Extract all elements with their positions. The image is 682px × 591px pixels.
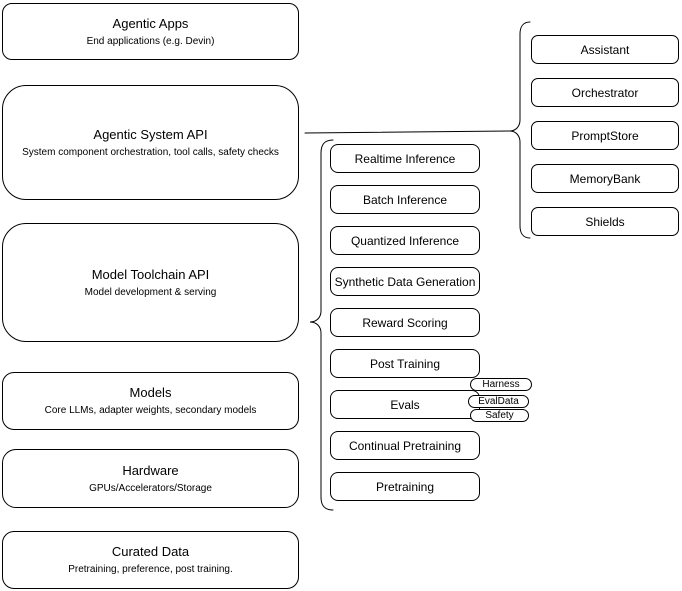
component-memorybank: MemoryBank bbox=[531, 164, 679, 193]
box-title: Agentic System API bbox=[93, 126, 208, 142]
box-title: Agentic Apps bbox=[112, 15, 189, 31]
box-curated-data: Curated Data Pretraining, preference, po… bbox=[2, 531, 299, 589]
toolchain-item-label: Batch Inference bbox=[362, 192, 448, 207]
box-subtitle: Pretraining, preference, post training. bbox=[68, 564, 233, 575]
box-title: Hardware bbox=[122, 462, 179, 478]
toolchain-item-label: Realtime Inference bbox=[354, 151, 456, 166]
component-promptstore: PromptStore bbox=[531, 121, 679, 150]
evals-tag-label: Safety bbox=[485, 410, 514, 421]
component-assistant: Assistant bbox=[531, 35, 679, 64]
toolchain-brace bbox=[309, 139, 334, 511]
toolchain-item-label: Post Training bbox=[369, 356, 441, 371]
toolchain-item-quantized-inference: Quantized Inference bbox=[330, 226, 480, 255]
component-label: Orchestrator bbox=[571, 85, 639, 100]
component-orchestrator: Orchestrator bbox=[531, 78, 679, 107]
box-subtitle: Core LLMs, adapter weights, secondary mo… bbox=[44, 405, 257, 416]
api-to-components-connector bbox=[304, 130, 511, 134]
toolchain-item-batch-inference: Batch Inference bbox=[330, 185, 480, 214]
box-subtitle: Model development & serving bbox=[84, 286, 217, 298]
toolchain-item-label: Synthetic Data Generation bbox=[334, 274, 476, 289]
toolchain-item-label: Pretraining bbox=[375, 479, 435, 494]
toolchain-item-continual-pretraining: Continual Pretraining bbox=[330, 431, 480, 460]
components-brace bbox=[509, 21, 531, 239]
box-agentic-system-api: Agentic System API System component orch… bbox=[2, 85, 299, 200]
box-agentic-apps: Agentic Apps End applications (e.g. Devi… bbox=[2, 3, 299, 60]
box-hardware: Hardware GPUs/Accelerators/Storage bbox=[2, 449, 299, 508]
toolchain-item-evals: Evals bbox=[330, 390, 480, 419]
evals-tag-label: Harness bbox=[482, 379, 520, 390]
toolchain-item-pretraining: Pretraining bbox=[330, 472, 480, 501]
box-title: Models bbox=[129, 385, 172, 400]
toolchain-item-post-training: Post Training bbox=[330, 349, 480, 378]
box-title: Model Toolchain API bbox=[91, 266, 210, 282]
component-label: Assistant bbox=[580, 42, 630, 57]
toolchain-item-synthetic-data-generation: Synthetic Data Generation bbox=[330, 267, 480, 296]
toolchain-item-label: Evals bbox=[390, 397, 420, 412]
evals-tag-evaldata: EvalData bbox=[468, 395, 529, 408]
box-subtitle: End applications (e.g. Devin) bbox=[86, 35, 215, 47]
toolchain-item-reward-scoring: Reward Scoring bbox=[330, 308, 480, 337]
box-models: Models Core LLMs, adapter weights, secon… bbox=[2, 372, 299, 430]
box-title: Curated Data bbox=[111, 544, 190, 559]
box-model-toolchain-api: Model Toolchain API Model development & … bbox=[2, 223, 299, 342]
component-label: Shields bbox=[585, 214, 625, 229]
toolchain-item-realtime-inference: Realtime Inference bbox=[330, 144, 480, 173]
toolchain-item-label: Reward Scoring bbox=[362, 315, 448, 330]
evals-tag-safety: Safety bbox=[470, 409, 529, 422]
evals-tag-harness: Harness bbox=[470, 378, 532, 391]
box-subtitle: GPUs/Accelerators/Storage bbox=[89, 482, 212, 494]
toolchain-item-label: Continual Pretraining bbox=[348, 438, 462, 453]
component-shields: Shields bbox=[531, 207, 679, 236]
component-label: PromptStore bbox=[571, 128, 639, 143]
evals-tag-label: EvalData bbox=[478, 396, 519, 407]
component-label: MemoryBank bbox=[569, 171, 641, 186]
toolchain-item-label: Quantized Inference bbox=[350, 233, 460, 248]
box-subtitle: System component orchestration, tool cal… bbox=[22, 146, 279, 158]
